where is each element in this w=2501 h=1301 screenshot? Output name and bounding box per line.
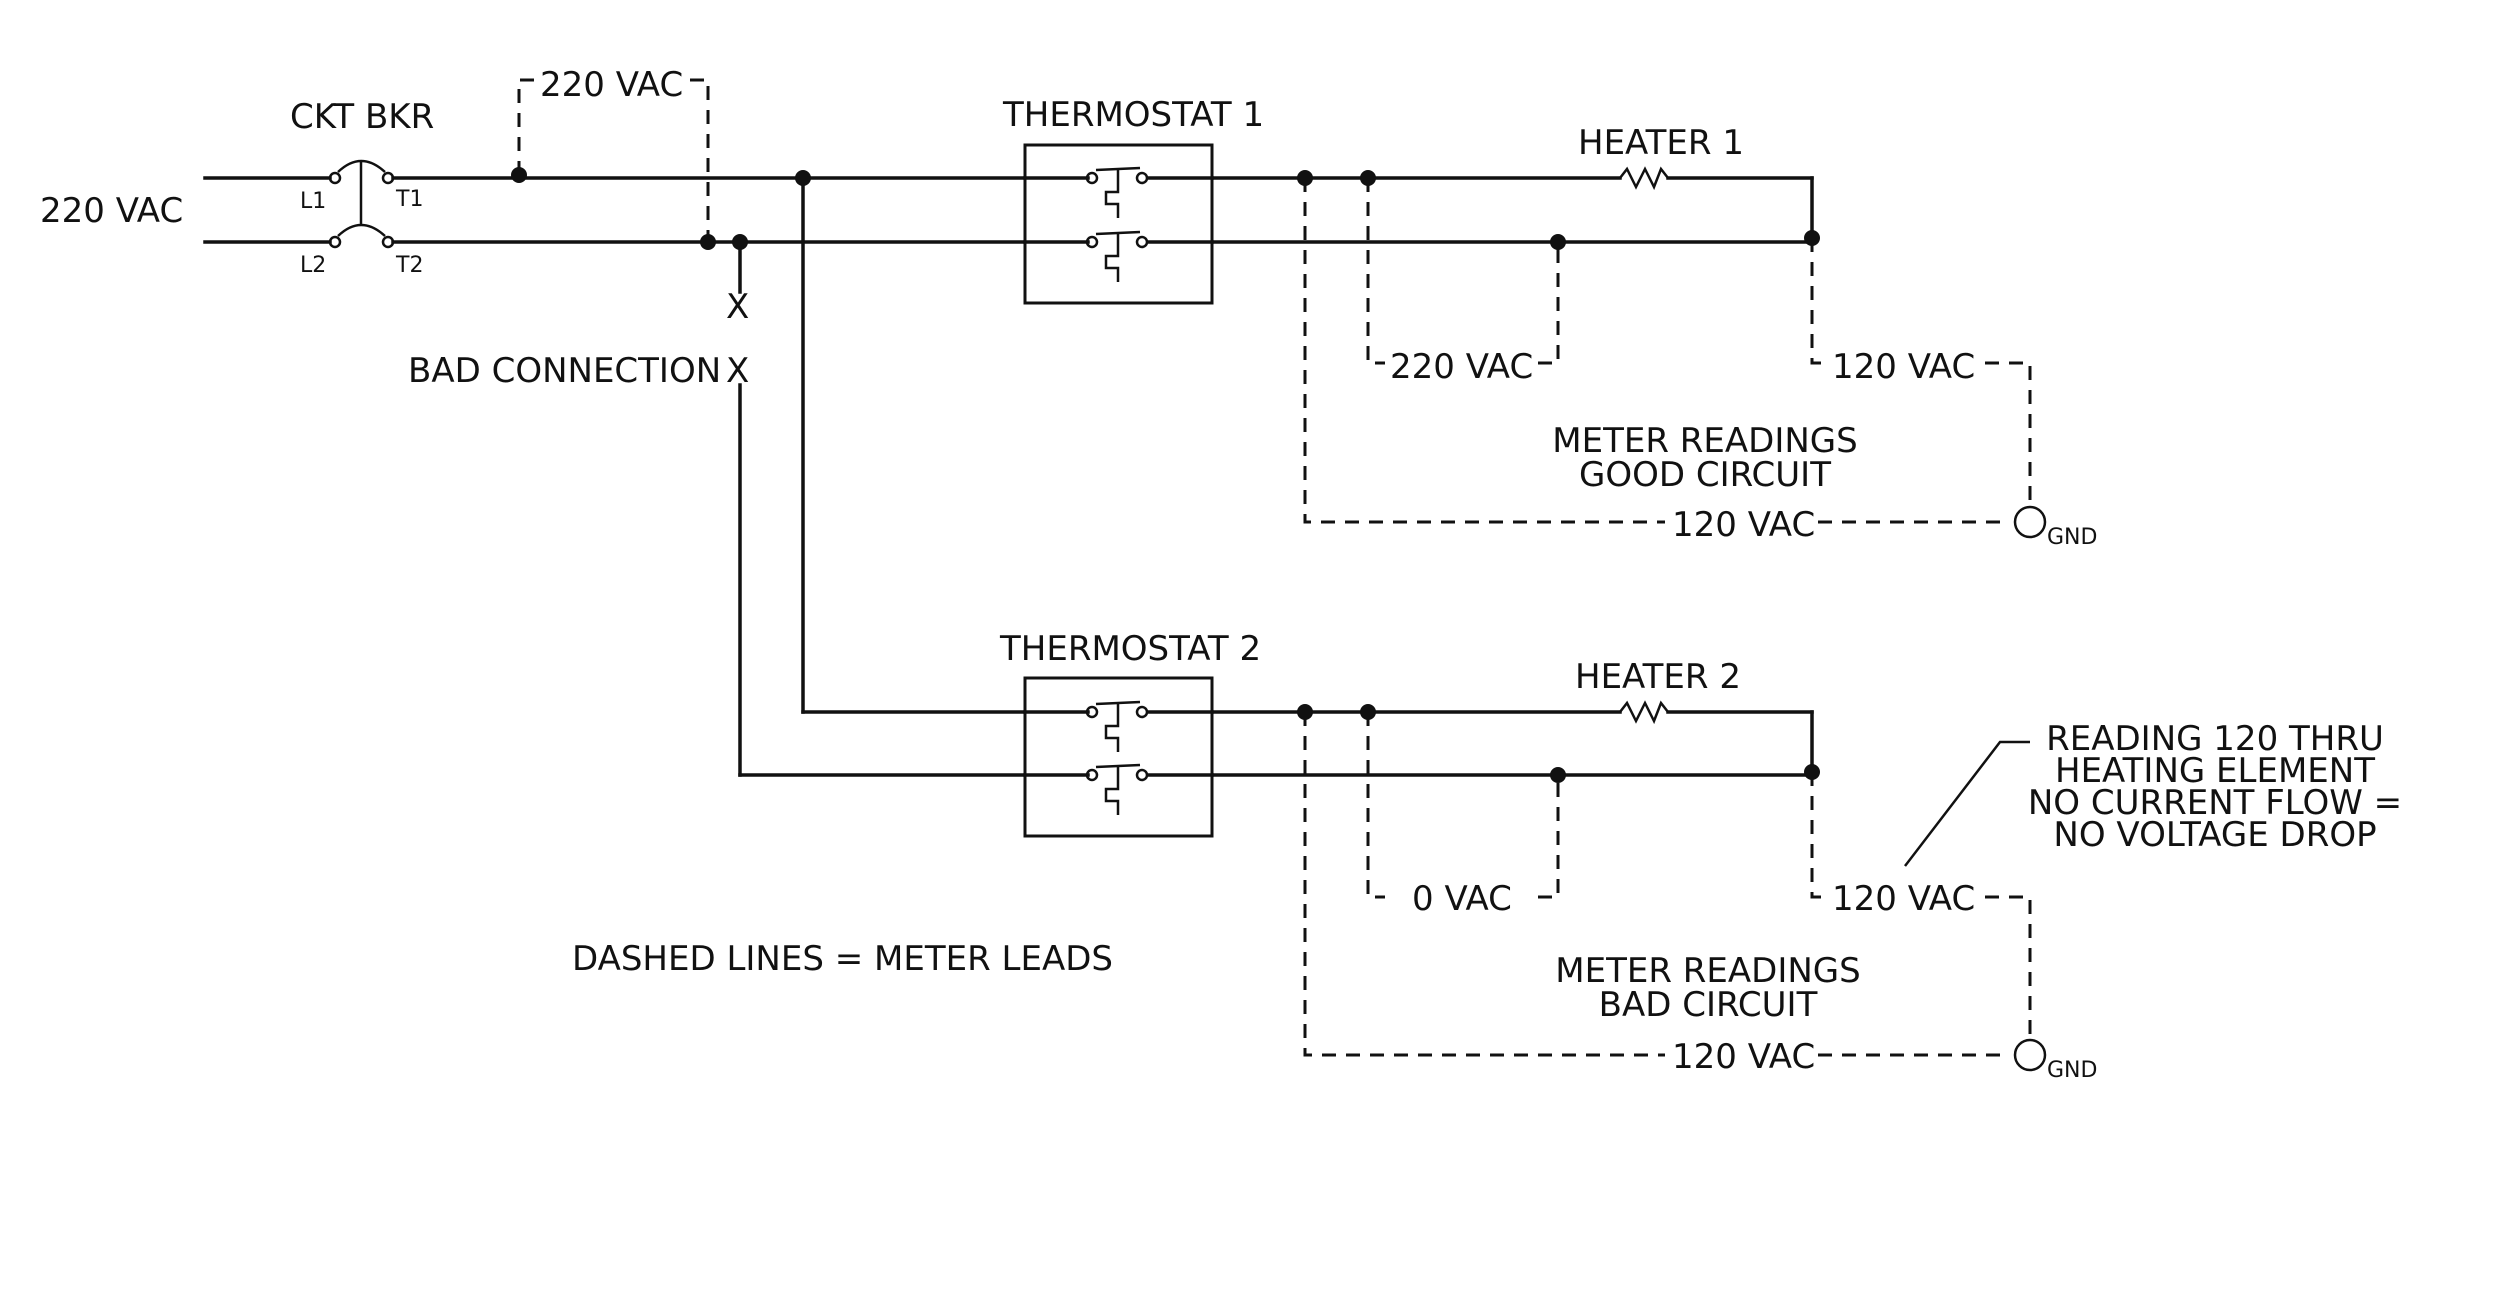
note-line-3: NO CURRENT FLOW = (2028, 783, 2402, 823)
meter-leads-good (1303, 178, 2047, 539)
good-title-line2: GOOD CIRCUIT (1579, 455, 1831, 495)
legend-text: DASHED LINES = METER LEADS (572, 939, 1113, 979)
good-reading-heater: 120 VAC (1832, 347, 1975, 387)
note-line-4: NO VOLTAGE DROP (2053, 815, 2376, 855)
heater-1-label: HEATER 1 (1578, 123, 1744, 163)
thermostat-2-label: THERMOSTAT 2 (999, 629, 1261, 669)
bad-reading-across: 0 VAC (1412, 879, 1512, 919)
terminal-l1: L1 (300, 189, 326, 214)
thermostat-1-label: THERMOSTAT 1 (1002, 95, 1264, 135)
bad-connection-mark-bottom: X (726, 351, 749, 391)
thermostat-1-box (1023, 143, 1214, 305)
top-meter-reading: 220 VAC (540, 65, 683, 105)
meter-leads-bad (1303, 712, 2047, 1072)
bad-connection-mark-top: X (726, 287, 749, 327)
breaker-label: CKT BKR (290, 97, 434, 137)
note-line-2: HEATING ELEMENT (2055, 751, 2375, 791)
good-reading-ground: 120 VAC (1672, 505, 1815, 545)
bad-gnd-label: GND (2047, 1058, 2097, 1083)
heater-2-label: HEATER 2 (1575, 657, 1741, 697)
good-gnd-label: GND (2047, 525, 2097, 550)
bad-title-line2: BAD CIRCUIT (1599, 985, 1818, 1025)
terminal-t2: T2 (395, 253, 423, 278)
bad-reading-heater: 120 VAC (1832, 879, 1975, 919)
terminal-t1: T1 (395, 187, 423, 212)
circuit-breaker: L1 L2 T1 T2 (203, 159, 423, 278)
heater-1-resistor (1619, 166, 1669, 191)
meter-leads-top (517, 78, 710, 242)
bad-connection-label: BAD CONNECTION (408, 351, 721, 391)
good-title-line1: METER READINGS (1552, 421, 1857, 461)
supply-voltage-label: 220 VAC (40, 191, 183, 231)
note-leader-line (1904, 740, 2030, 867)
note-line-1: READING 120 THRU (2046, 719, 2384, 759)
heater-2-resistor (1619, 700, 1669, 725)
good-reading-across: 220 VAC (1390, 347, 1533, 387)
bad-reading-ground: 120 VAC (1672, 1037, 1815, 1077)
terminal-l2: L2 (300, 253, 326, 278)
bad-title-line1: METER READINGS (1555, 951, 1860, 991)
thermostat-2-box (1023, 676, 1214, 838)
